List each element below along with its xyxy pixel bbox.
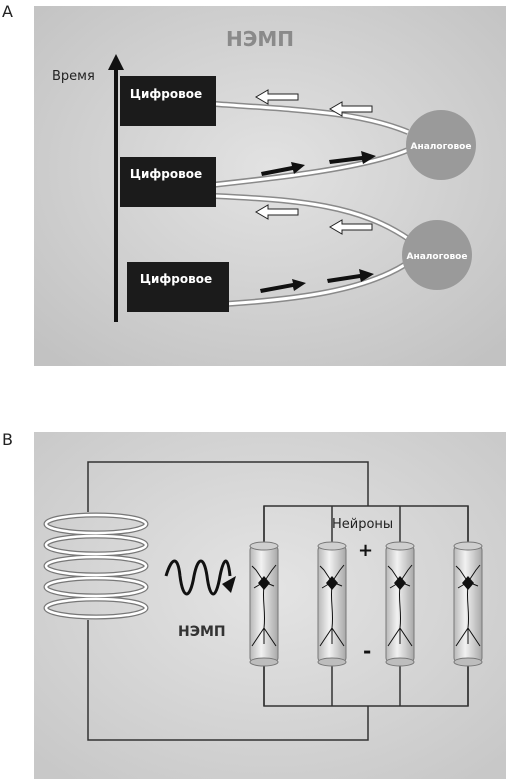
time-axis-arrowhead — [108, 54, 124, 70]
solid-arrows-row-1 — [261, 151, 376, 176]
neuron-tube-2 — [317, 541, 347, 667]
neuron-tube-1 — [249, 541, 279, 667]
panel-a-background — [34, 6, 506, 366]
neuron-icon — [387, 564, 413, 647]
neuron-icon — [319, 564, 345, 647]
digital-box-3-label: Цифровое — [140, 272, 212, 286]
coil — [43, 512, 149, 620]
panel-a: НЭМП Время Цифровое Цифровое Цифровое — [34, 6, 506, 366]
panel-b-nemp-label: НЭМП — [178, 624, 226, 640]
solid-arrows-row-2 — [260, 269, 374, 293]
panel-a-title: НЭМП — [226, 27, 294, 51]
minus-sign: - — [363, 639, 371, 663]
panel-b-letter: B — [2, 430, 13, 449]
analog-circle-1-label: Аналоговое — [411, 142, 472, 152]
wave-icon — [164, 559, 236, 596]
neuron-tube-4 — [453, 541, 483, 667]
time-axis-label: Время — [52, 69, 95, 84]
digital-box-2-label: Цифровое — [130, 167, 202, 181]
digital-box-1-label: Цифровое — [130, 87, 202, 101]
neuron-icon — [251, 564, 277, 647]
digital-box-1: Цифровое — [120, 76, 216, 126]
neuron-tube-3 — [385, 541, 415, 667]
panel-b: НЭМП Нейроны + - — [34, 432, 506, 779]
hollow-arrows-row-1 — [255, 89, 373, 117]
analog-circle-1: Аналоговое — [406, 110, 476, 180]
panel-a-letter: A — [2, 2, 13, 21]
signal-tubes — [164, 101, 414, 308]
digital-box-3: Цифровое — [127, 262, 229, 312]
hollow-arrows-row-2 — [255, 204, 373, 235]
plus-sign: + — [358, 540, 373, 561]
analog-circle-2: Аналоговое — [402, 220, 472, 290]
analog-circle-2-label: Аналоговое — [407, 252, 468, 262]
digital-box-2: Цифровое — [120, 157, 216, 207]
neuron-icon — [455, 564, 481, 647]
neurons-label: Нейроны — [332, 517, 393, 532]
